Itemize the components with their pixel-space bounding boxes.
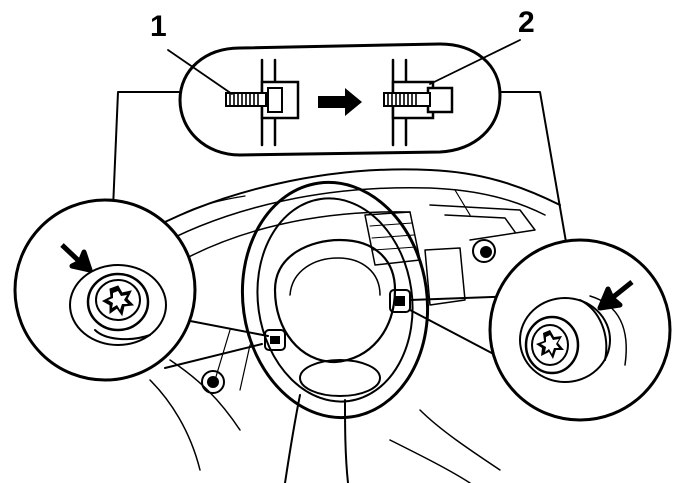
screw-after bbox=[383, 58, 454, 147]
top-detail-bubble bbox=[111, 39, 571, 266]
knob-lower-left bbox=[201, 370, 225, 394]
knob-right bbox=[472, 239, 496, 263]
screw-before bbox=[225, 58, 300, 147]
callout-label-1: 1 bbox=[150, 10, 167, 43]
right-detail-circle bbox=[409, 238, 672, 422]
torx-screw-right bbox=[519, 295, 627, 383]
torx-screw-left bbox=[69, 264, 167, 346]
pointer-arrow-icon bbox=[60, 243, 93, 273]
leader-line-1 bbox=[167, 49, 233, 95]
callout-label-2: 2 bbox=[518, 6, 535, 39]
pointer-arrow-icon bbox=[597, 280, 634, 311]
right-arrow-icon bbox=[318, 88, 362, 116]
steering-wheel bbox=[240, 180, 430, 420]
leader-line-2 bbox=[429, 39, 521, 85]
left-detail-circle bbox=[13, 198, 269, 382]
dashboard-scene bbox=[139, 168, 561, 483]
